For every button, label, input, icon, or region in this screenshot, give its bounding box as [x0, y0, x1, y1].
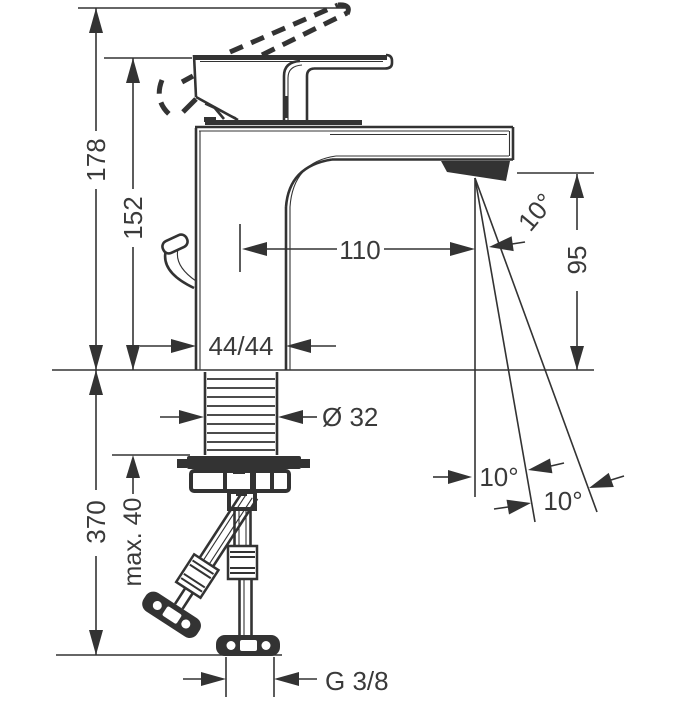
dim-label-base-size: 44/44 [208, 331, 273, 361]
dimension-shank-diameter: Ø 32 [160, 402, 378, 432]
dim-label-spout-reach: 110 [339, 235, 380, 265]
threaded-shank [203, 372, 279, 455]
dimension-spout-height: 152 [118, 58, 148, 370]
dim-label-stream-angle-left: 10° [479, 462, 518, 492]
supply-hose-angled [142, 489, 259, 638]
thread-hatching [207, 378, 275, 451]
aerator [441, 161, 510, 181]
dim-label-stream-angle-right: 10° [543, 486, 582, 516]
supply-hose-vertical [216, 509, 280, 656]
dim-label-spout-height: 152 [118, 196, 148, 239]
dim-label-shank-diameter: Ø 32 [322, 402, 378, 432]
dim-label-hose-length: 370 [81, 500, 111, 543]
dimension-max-mounting-depth: max. 40 [119, 455, 147, 586]
handle-lever-raised-dashed [156, 2, 351, 116]
mounting-hardware [177, 456, 310, 511]
dimension-spout-reach: 110 [239, 224, 475, 272]
dimension-stream-angle-right: 10° [493, 472, 625, 516]
dim-label-total-height: 178 [81, 138, 111, 181]
dim-label-connection-thread: G 3/8 [325, 666, 389, 696]
handle-lever [192, 53, 394, 125]
faucet-body [194, 125, 515, 370]
dim-label-max-mounting-depth: max. 40 [119, 498, 147, 587]
stream-angle-lines [474, 177, 598, 523]
dimension-stream-angle-left: 10° [433, 458, 565, 492]
dimension-hose-length: 370 [81, 370, 111, 655]
dim-label-outlet-height: 95 [562, 246, 592, 275]
dim-label-outlet-angle: 10° [512, 187, 560, 236]
dimension-base-size: 44/44 [140, 331, 336, 361]
pull-rod [161, 233, 197, 290]
dimension-total-height: 178 [81, 8, 111, 370]
dimension-outlet-angle: 10° [489, 187, 560, 252]
dimension-connection-thread: G 3/8 [183, 666, 389, 696]
dimension-outlet-height: 95 [562, 174, 592, 370]
